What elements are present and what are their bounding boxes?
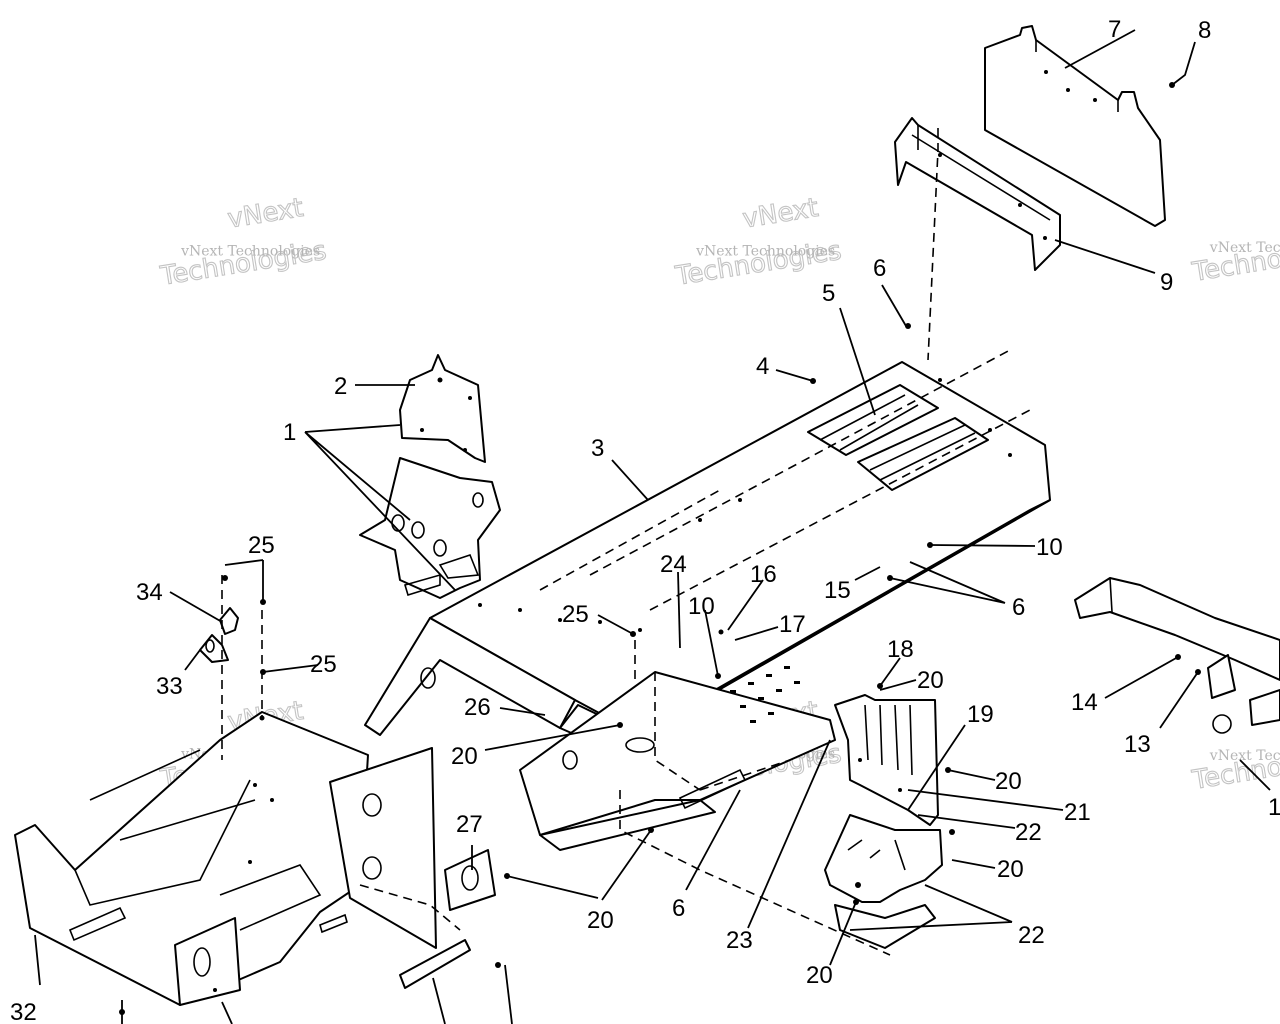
callout-5: 5: [822, 280, 835, 307]
callout-20-f: 20: [451, 743, 478, 770]
callout-21: 21: [1064, 799, 1091, 826]
callout-7: 7: [1108, 16, 1121, 43]
callout-22-a: 22: [1015, 819, 1042, 846]
callout-26: 26: [464, 694, 491, 721]
callout-9: 9: [1160, 269, 1173, 296]
callout-2: 2: [334, 373, 347, 400]
callout-24: 24: [660, 551, 687, 578]
callout-25-b: 25: [562, 601, 589, 628]
callout-labels: 1 2 3 4 5 6 6 6 7 8 9 10 10 13 14 15 16 …: [10, 16, 1280, 1024]
callout-19: 19: [967, 701, 994, 728]
watermark-text: vNext Technologies: [180, 243, 320, 259]
callout-22-b: 22: [1018, 922, 1045, 949]
callout-14: 14: [1071, 689, 1098, 716]
callout-20-a: 20: [917, 667, 944, 694]
callout-1: 1: [283, 419, 296, 446]
tie-bar: [399, 939, 471, 989]
callout-20-b: 20: [995, 768, 1022, 795]
side-bracket-lower: [824, 814, 943, 949]
callout-32: 32: [10, 999, 37, 1024]
callout-15: 15: [824, 577, 851, 604]
callout-10-right: 10: [1036, 534, 1063, 561]
callout-1-edge: 1: [1268, 794, 1280, 821]
mounting-plate: [444, 849, 496, 911]
snow-flap: [984, 25, 1166, 227]
watermark-text: vNext: [741, 193, 821, 235]
watermark-text: vNext Technologies: [1209, 240, 1280, 256]
callout-3: 3: [591, 435, 604, 462]
callout-25-a: 25: [248, 532, 275, 559]
front-bumper-frame: [519, 666, 891, 956]
callout-23: 23: [726, 927, 753, 954]
callout-13: 13: [1124, 731, 1151, 758]
callout-34: 34: [136, 579, 163, 606]
callout-27: 27: [456, 811, 483, 838]
watermark-text: vNext: [226, 193, 306, 235]
mounting-bracket-upper: [399, 354, 486, 463]
bushing-bracket: [199, 607, 239, 663]
callout-6-top: 6: [873, 255, 886, 282]
centerlines: [221, 128, 939, 760]
callout-20-e: 20: [587, 907, 614, 934]
callout-6-bottom: 6: [672, 895, 685, 922]
leader-lines: [34, 29, 1271, 1024]
callout-17: 17: [779, 611, 806, 638]
rear-frame: [14, 711, 461, 1006]
callout-4: 4: [756, 353, 769, 380]
callout-18: 18: [887, 636, 914, 663]
handle-bar: [1074, 577, 1280, 734]
callout-16: 16: [750, 561, 777, 588]
callout-25-c: 25: [310, 651, 337, 678]
callout-6-right: 6: [1012, 594, 1025, 621]
hole-pattern: [730, 666, 800, 723]
callout-8: 8: [1198, 17, 1211, 44]
side-bracket-upper: [834, 694, 939, 826]
mounting-bracket-lower: [359, 457, 501, 599]
callout-20-d: 20: [806, 962, 833, 989]
callout-33: 33: [156, 673, 183, 700]
callout-20-c: 20: [997, 856, 1024, 883]
flap-bracket: [894, 117, 1061, 271]
callout-10-center: 10: [688, 593, 715, 620]
watermark-text: vNext Technologies: [1209, 748, 1280, 764]
watermark-text: vNext Technologies: [695, 243, 835, 259]
